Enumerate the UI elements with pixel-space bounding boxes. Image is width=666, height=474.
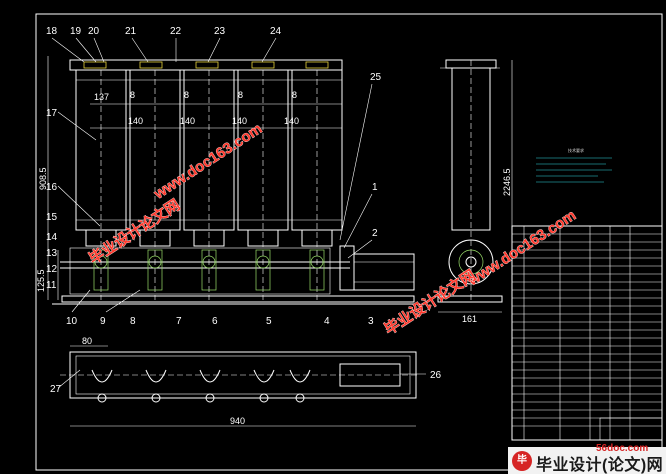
footer-url: 56doc.com	[596, 443, 649, 454]
part-label-7: 7	[176, 316, 182, 327]
front-view	[47, 56, 420, 305]
part-label-3: 3	[368, 316, 374, 327]
dim-plan-width: 940	[230, 416, 245, 426]
dim-gap-1: 8	[130, 90, 135, 100]
watermark-cn-1: 毕业设计论文网	[85, 196, 183, 268]
watermark-group-2: 毕业设计论文网	[85, 195, 183, 268]
watermark-group-1: www.doc163.com	[150, 120, 266, 204]
tech-requirements: 技术要求	[536, 147, 612, 183]
part-label-15: 15	[46, 212, 58, 223]
part-label-18: 18	[46, 26, 58, 37]
plan-view	[60, 345, 420, 427]
part-label-21: 21	[125, 26, 137, 37]
dim-spacing-3: 140	[232, 116, 247, 126]
dim-gap-2: 8	[184, 90, 189, 100]
brand-logo: 毕	[512, 451, 532, 471]
tech-requirements-title: 技术要求	[568, 147, 584, 153]
part-label-14: 14	[46, 232, 58, 243]
part-label-26: 26	[430, 370, 442, 381]
dim-spacing-1: 140	[128, 116, 143, 126]
watermark-group-3: www.doc163.com	[464, 207, 580, 291]
dim-spacing-4: 140	[284, 116, 299, 126]
site-footer-banner: 毕 56doc.com 毕业设计(论文)网	[508, 443, 666, 474]
part-label-4: 4	[324, 316, 330, 327]
leader-lines	[51, 37, 426, 389]
watermark-url-1: www.doc163.com	[150, 120, 265, 203]
part-label-2: 2	[372, 228, 378, 239]
dim-base-height: 125.5	[36, 269, 46, 292]
part-label-17: 17	[46, 108, 58, 119]
dim-side-height: 2246.5	[502, 168, 512, 196]
part-number-labels: 18 19 20 21 22 23 24 25 17 16 15 14 13 1…	[46, 26, 442, 395]
part-label-5: 5	[266, 316, 272, 327]
dim-side-width: 161	[462, 314, 477, 324]
dim-spacing-2: 140	[180, 116, 195, 126]
dim-gap-4: 8	[292, 90, 297, 100]
part-label-11: 11	[46, 280, 57, 291]
part-label-22: 22	[170, 26, 182, 37]
table-rows	[512, 233, 662, 427]
part-label-10: 10	[66, 316, 78, 327]
part-label-16: 16	[46, 182, 58, 193]
motor	[353, 253, 415, 291]
part-label-25: 25	[370, 72, 382, 83]
part-label-1: 1	[372, 182, 378, 193]
part-label-24: 24	[270, 26, 282, 37]
part-label-9: 9	[100, 316, 106, 327]
watermark-url-2: www.doc163.com	[464, 207, 579, 290]
part-label-23: 23	[214, 26, 226, 37]
dim-total-height: 908.5	[38, 167, 48, 190]
part-label-6: 6	[212, 316, 218, 327]
parts-list-table	[511, 225, 663, 441]
part-label-19: 19	[70, 26, 82, 37]
part-label-27: 27	[50, 384, 62, 395]
footer-brand: 毕业设计(论文)网	[536, 457, 664, 474]
dim-pitch-a: 137	[94, 92, 109, 102]
side-view	[437, 59, 513, 313]
part-label-20: 20	[88, 26, 100, 37]
part-label-12: 12	[46, 264, 58, 275]
dim-plan-left: 80	[82, 336, 92, 346]
part-label-13: 13	[46, 248, 58, 259]
part-label-8: 8	[130, 316, 136, 327]
dim-gap-3: 8	[238, 90, 243, 100]
dimension-labels: 137 8 8 8 8 140 140 140 140 908.5 125.5 …	[36, 90, 512, 426]
